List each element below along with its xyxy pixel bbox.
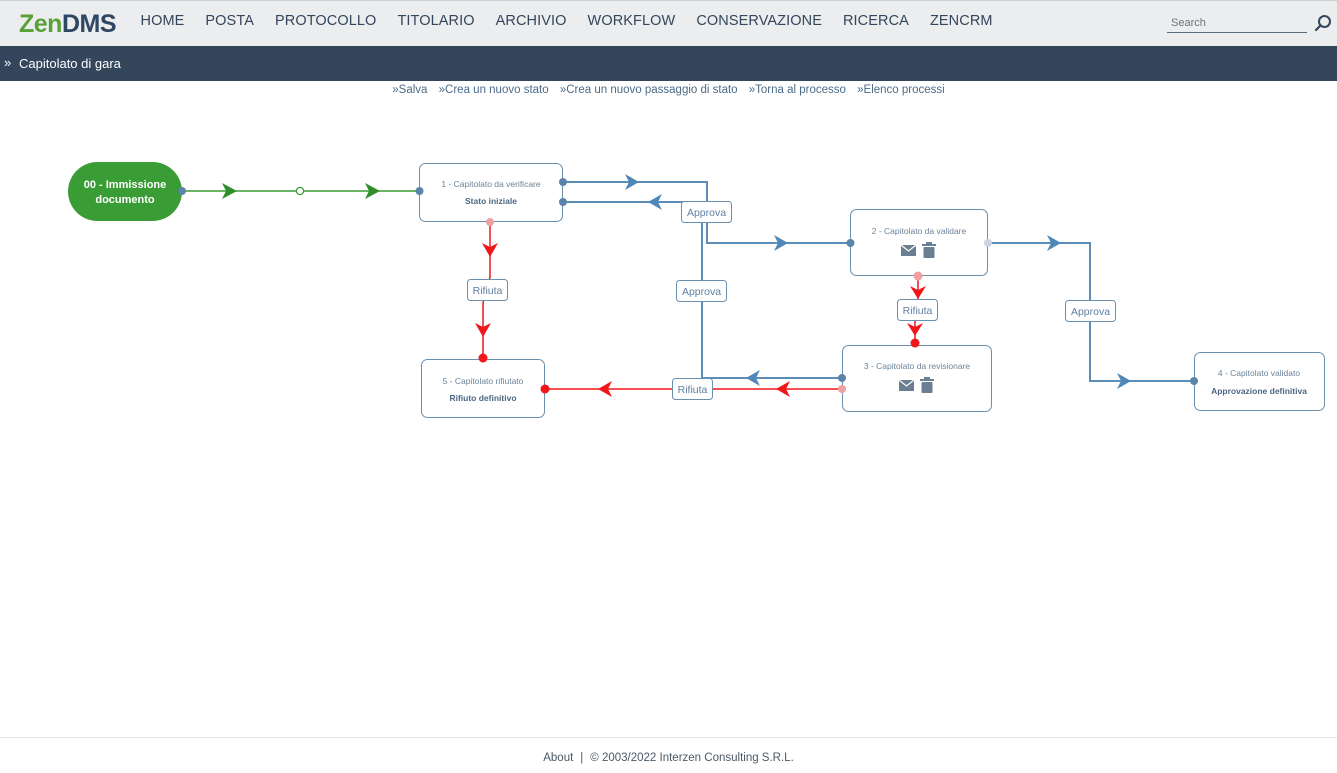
arrow-start-2 (365, 183, 380, 199)
state-5-title: 5 - Capitolato rifiutato (443, 376, 524, 386)
arrow-s2-s3-a (910, 286, 926, 299)
transition-approva-s1-s2-label: Approva (687, 207, 726, 219)
breadcrumb-marker: » (4, 55, 12, 70)
footer-about-link[interactable]: About (543, 752, 574, 764)
nav-titolario[interactable]: TITOLARIO (397, 13, 475, 29)
transition-approva-s3-s1-label: Approva (682, 286, 721, 298)
port-start-out[interactable] (178, 187, 186, 195)
state-2-mail-icon[interactable] (900, 244, 917, 256)
footer-separator: | (580, 752, 584, 764)
nav-workflow[interactable]: WORKFLOW (587, 13, 676, 29)
port-s1-out-1[interactable] (559, 178, 567, 186)
state-3[interactable]: 3 - Capitolato da revisionare (842, 345, 992, 412)
arrow-s1-s5-b (475, 323, 491, 337)
state-4[interactable]: 4 - Capitolato validato Approvazione def… (1194, 352, 1325, 411)
state-start[interactable]: 00 - Immissione documento (68, 162, 182, 221)
state-1-subtitle: Stato iniziale (465, 196, 517, 206)
action-crea-stato[interactable]: »Crea un nuovo stato (438, 84, 549, 96)
page-header-bar: » Capitolato di gara (0, 46, 1337, 81)
action-torna-processo[interactable]: »Torna al processo (748, 84, 846, 96)
state-1-title: 1 - Capitolato da verificare (441, 179, 540, 189)
state-4-subtitle: Approvazione definitiva (1211, 386, 1307, 396)
action-links: »Salva »Crea un nuovo stato »Crea un nuo… (0, 84, 1337, 96)
arrow-s2-s4-b (1117, 373, 1131, 389)
state-start-line2: documento (95, 194, 155, 206)
footer-copyright: © 2003/2022 Interzen Consulting S.R.L. (590, 752, 794, 764)
transition-rifiuta-s3-s5[interactable]: Rifiuta (672, 378, 713, 400)
state-1[interactable]: 1 - Capitolato da verificare Stato inizi… (419, 163, 563, 222)
arrow-s2-s4-a (1047, 235, 1061, 251)
port-s3-in[interactable] (910, 338, 920, 348)
state-start-line1: 00 - Immissione (84, 179, 167, 191)
port-s1-out-2[interactable] (559, 198, 567, 206)
transition-approva-s1-s2[interactable]: Approva (681, 201, 732, 223)
arrow-s3-s1-b (648, 194, 662, 210)
top-navigation-bar: ZenDMS HOME POSTA PROTOCOLLO TITOLARIO A… (0, 0, 1337, 46)
state-5[interactable]: 5 - Capitolato rifiutato Rifiuto definit… (421, 359, 545, 418)
arrow-start-1 (222, 183, 237, 199)
transition-rifiuta-s3-s5-label: Rifiuta (678, 384, 708, 396)
port-s2-out[interactable] (984, 239, 992, 247)
transition-rifiuta-s2-s3[interactable]: Rifiuta (897, 299, 938, 321)
state-5-subtitle: Rifiuto definitivo (449, 393, 516, 403)
arrow-s1-s2-a (625, 174, 639, 190)
port-s4-in[interactable] (1190, 377, 1198, 385)
logo-dms: DMS (61, 10, 117, 38)
transition-rifiuta-s1-s5[interactable]: Rifiuta (467, 279, 508, 301)
port-s2-reject[interactable] (913, 271, 923, 281)
nav-conservazione[interactable]: CONSERVAZIONE (696, 13, 822, 29)
port-s1-reject[interactable] (486, 218, 494, 226)
nav-posta[interactable]: POSTA (205, 13, 254, 29)
connector-midpoint[interactable] (295, 186, 305, 196)
port-s5-in-right[interactable] (540, 384, 550, 394)
arrow-s1-s2-b (774, 235, 788, 251)
action-elenco-processi[interactable]: »Elenco processi (857, 84, 945, 96)
nav-home[interactable]: HOME (140, 13, 185, 29)
logo-zen: Zen (19, 10, 62, 38)
transition-rifiuta-s2-s3-label: Rifiuta (903, 305, 933, 317)
state-2-title: 2 - Capitolato da validare (872, 226, 967, 236)
main-menu: HOME POSTA PROTOCOLLO TITOLARIO ARCHIVIO… (130, 13, 1003, 29)
state-3-mail-icon[interactable] (898, 379, 915, 391)
nav-protocollo[interactable]: PROTOCOLLO (274, 13, 377, 29)
arrow-s1-s5-a (482, 243, 498, 257)
nav-zencrm[interactable]: ZENCRM (929, 13, 993, 29)
state-2-trash-icon[interactable] (922, 242, 936, 258)
port-s3-out-approve[interactable] (838, 374, 846, 382)
transition-approva-s3-s1[interactable]: Approva (676, 280, 727, 302)
footer: About | © 2003/2022 Interzen Consulting S.… (0, 752, 1337, 764)
action-salva[interactable]: »Salva (392, 84, 428, 96)
footer-divider (0, 737, 1337, 738)
arrow-s3-s1-a (746, 370, 760, 386)
transition-approva-s2-s4[interactable]: Approva (1065, 300, 1116, 322)
transition-approva-s2-s4-label: Approva (1071, 306, 1110, 318)
port-s1-in[interactable] (415, 187, 424, 195)
zendms-logo[interactable]: ZenDMS (19, 10, 117, 39)
arrow-s2-s3-b (907, 323, 923, 336)
state-3-title: 3 - Capitolato da revisionare (864, 361, 971, 371)
search-icon[interactable] (1314, 14, 1332, 32)
search-box (1167, 13, 1307, 33)
state-3-trash-icon[interactable] (920, 377, 934, 393)
action-crea-passaggio[interactable]: »Crea un nuovo passaggio di stato (559, 84, 738, 96)
state-2[interactable]: 2 - Capitolato da validare (850, 209, 988, 276)
nav-archivio[interactable]: ARCHIVIO (495, 13, 567, 29)
arrow-s3-s5-b (598, 381, 612, 397)
page-title: Capitolato di gara (19, 56, 121, 71)
state-4-title: 4 - Capitolato validato (1218, 368, 1300, 378)
arrow-s3-s5-a (776, 381, 790, 397)
search-input[interactable] (1167, 13, 1307, 33)
port-s5-in-top[interactable] (478, 353, 488, 363)
transition-rifiuta-s1-s5-label: Rifiuta (473, 285, 503, 297)
nav-ricerca[interactable]: RICERCA (842, 13, 909, 29)
port-s3-out-reject[interactable] (838, 385, 846, 393)
port-s2-in[interactable] (846, 239, 855, 247)
workflow-diagram: 00 - Immissione documento 1 - Capitolato… (68, 162, 1325, 418)
